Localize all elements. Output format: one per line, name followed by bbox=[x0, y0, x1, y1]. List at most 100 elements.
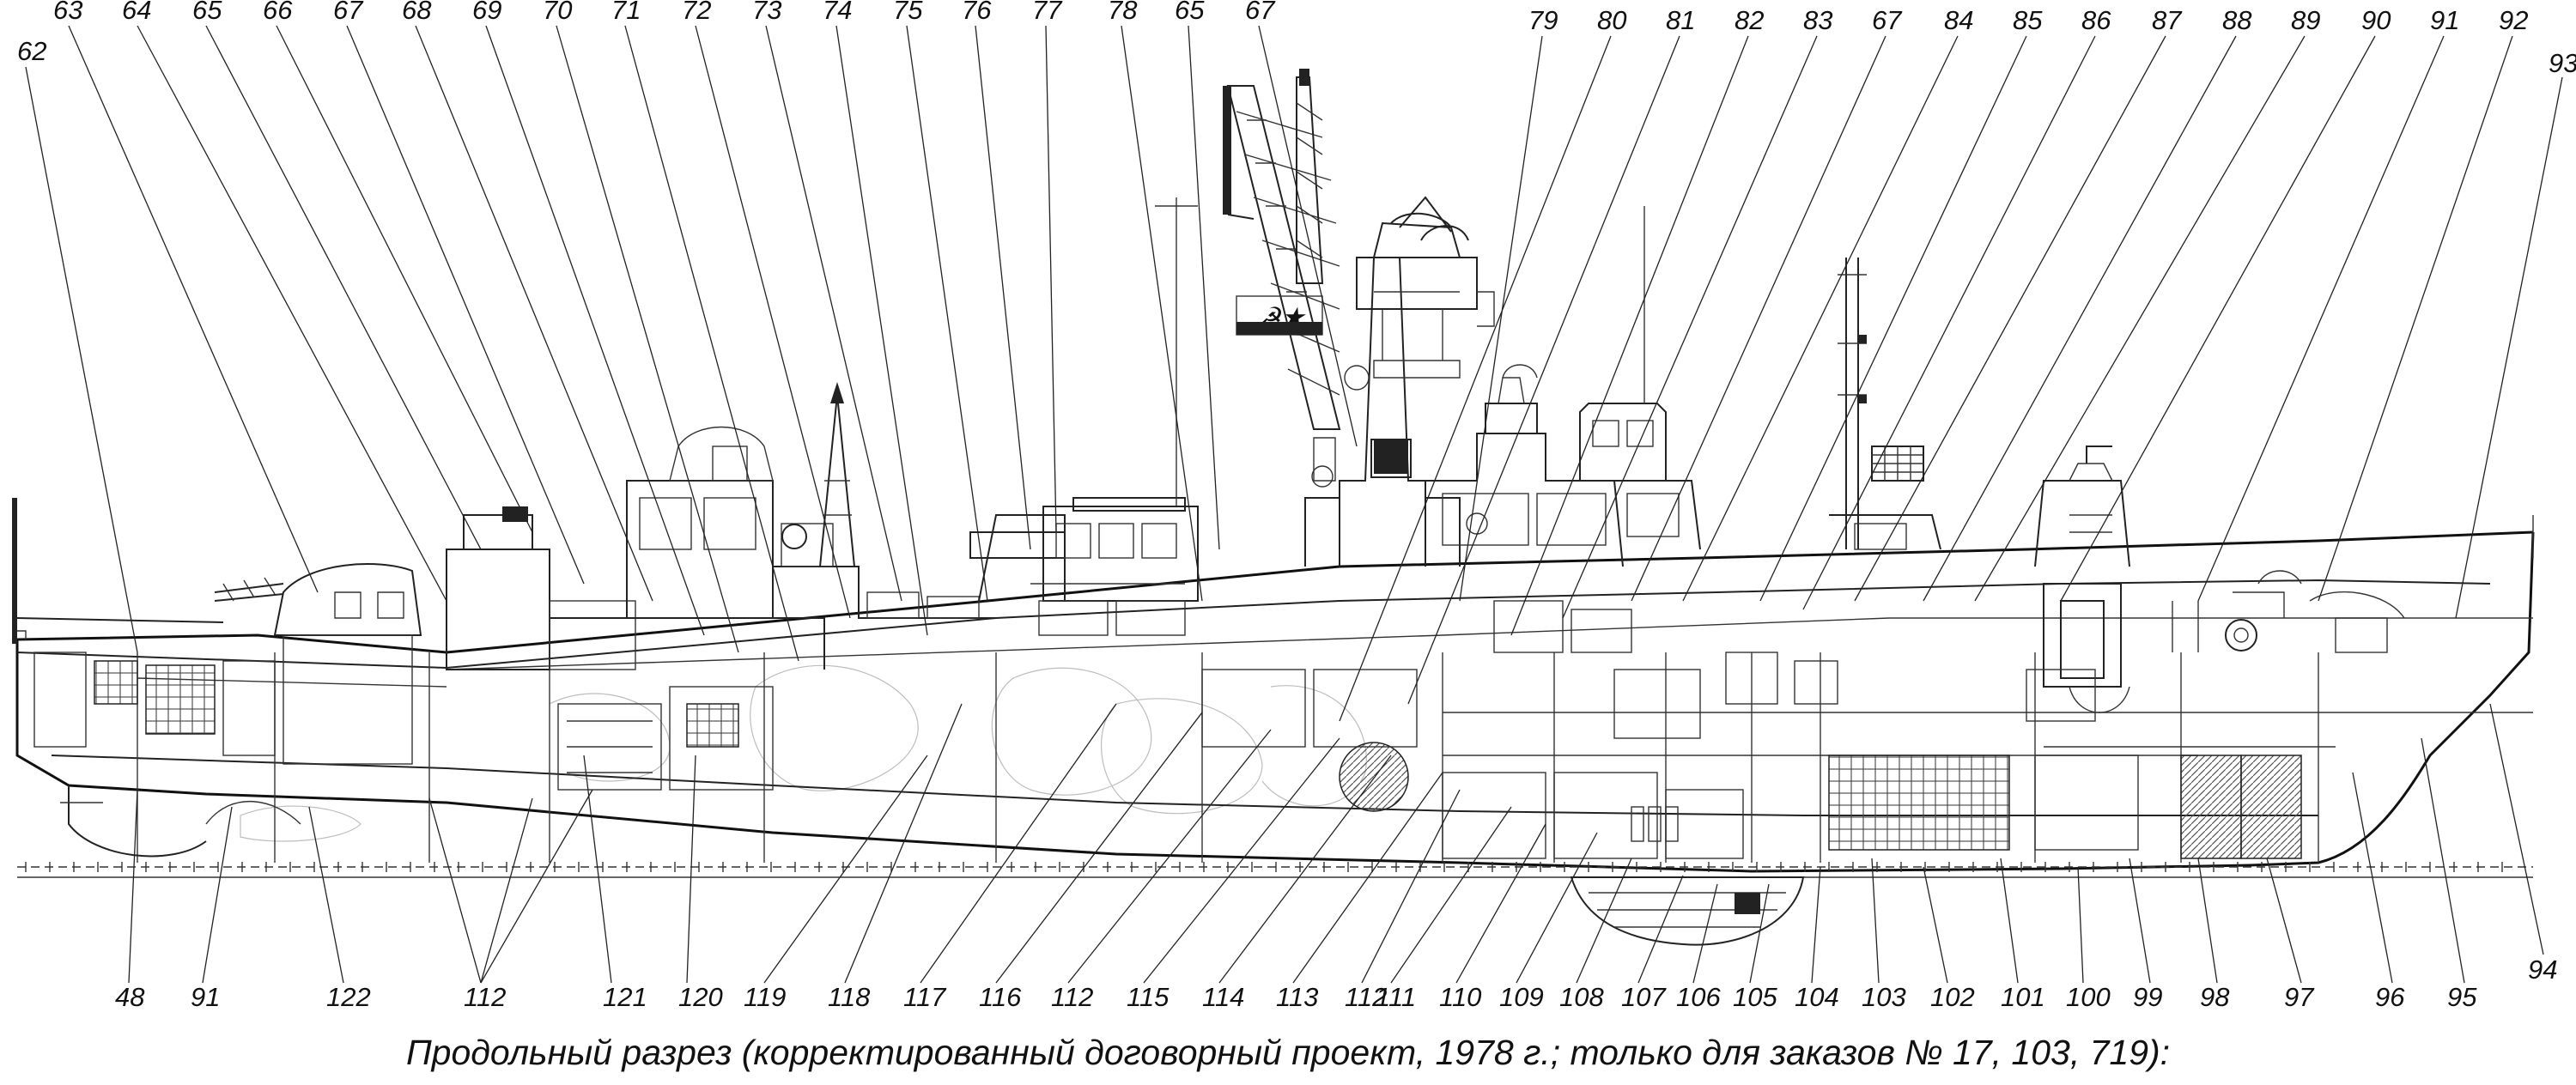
callout-label: 70 bbox=[543, 0, 572, 25]
leader-line bbox=[624, 25, 799, 662]
leader-line bbox=[1854, 35, 2166, 602]
callout-label: 83 bbox=[1803, 5, 1832, 35]
aft-superstructure bbox=[446, 382, 860, 791]
callout-label: 66 bbox=[263, 0, 293, 25]
leader-line bbox=[1361, 789, 1461, 984]
callout-label: 93 bbox=[2549, 48, 2576, 78]
callout-label: 102 bbox=[1930, 982, 1975, 1012]
leader-line bbox=[906, 25, 988, 602]
callout-label: 110 bbox=[1439, 982, 1481, 1012]
callout-label: 97 bbox=[2284, 982, 2315, 1012]
callout-label: 65 bbox=[1175, 0, 1205, 25]
callout-label: 101 bbox=[2001, 982, 2045, 1012]
leader-line bbox=[1390, 806, 1512, 984]
callout-label: 106 bbox=[1676, 982, 1721, 1012]
leader-line bbox=[1510, 35, 1749, 636]
bridge-superstructure bbox=[1425, 206, 1701, 653]
callout-label: 65 bbox=[192, 0, 222, 25]
propeller-rudder bbox=[60, 785, 301, 858]
callout-label: 91 bbox=[2430, 5, 2459, 35]
leader-line bbox=[835, 25, 928, 636]
leader-line bbox=[1759, 35, 2027, 602]
ship-drawing: ☭★ bbox=[12, 69, 2535, 946]
leader-line bbox=[2077, 866, 2084, 984]
callout-label: 89 bbox=[2291, 5, 2320, 35]
callout-label: 74 bbox=[823, 0, 852, 25]
callout-label: 113 bbox=[1276, 982, 1318, 1012]
callout-label: 104 bbox=[1795, 982, 1839, 1012]
leader-line bbox=[1455, 823, 1546, 984]
leader-line bbox=[1188, 25, 1220, 550]
callout-label: 73 bbox=[752, 0, 781, 25]
leader-line bbox=[1121, 25, 1203, 602]
callout-label: 78 bbox=[1108, 0, 1138, 25]
leader-line bbox=[205, 25, 482, 550]
leader-line bbox=[1143, 737, 1340, 984]
callout-label: 86 bbox=[2081, 5, 2111, 35]
leader-line bbox=[2266, 858, 2302, 984]
callout-label: 84 bbox=[1944, 5, 1973, 35]
callout-label: 92 bbox=[2499, 5, 2528, 35]
callout-label: 68 bbox=[402, 0, 432, 25]
callout-label: 112 bbox=[464, 982, 506, 1012]
sonar-dome bbox=[1570, 876, 1805, 946]
leader-line bbox=[2197, 35, 2445, 602]
leader-line bbox=[2489, 703, 2544, 955]
leader-line bbox=[583, 755, 612, 984]
callout-label: 115 bbox=[1127, 982, 1170, 1012]
leader-line bbox=[844, 703, 963, 984]
callout-label: 82 bbox=[1735, 5, 1764, 35]
callout-label: 116 bbox=[979, 982, 1022, 1012]
leader-line bbox=[415, 25, 653, 602]
foremast bbox=[1829, 258, 1941, 550]
callout-label: 94 bbox=[2528, 955, 2557, 985]
leader-line bbox=[2352, 772, 2393, 984]
callout-label: 90 bbox=[2361, 5, 2391, 35]
leader-line bbox=[765, 25, 902, 602]
decks bbox=[137, 617, 2533, 756]
leader-line bbox=[202, 806, 233, 984]
callout-label: 114 bbox=[1202, 982, 1244, 1012]
leader-line bbox=[1682, 35, 1959, 602]
leader-line bbox=[1871, 858, 1880, 984]
callout-label: 100 bbox=[2066, 982, 2111, 1012]
leader-line bbox=[2060, 35, 2376, 602]
leader-line bbox=[25, 66, 138, 653]
leader-line bbox=[1692, 883, 1718, 984]
leader-line bbox=[1923, 866, 1948, 984]
callout-label: 85 bbox=[2013, 5, 2043, 35]
stern-gun-mount bbox=[214, 563, 422, 765]
callout-labels-top: 62 63 64 65 66 67 68 69 70 71 72 73 74 7… bbox=[17, 0, 2576, 78]
callout-label: 121 bbox=[603, 982, 647, 1012]
callout-label: 67 bbox=[333, 0, 364, 25]
leader-line bbox=[556, 25, 739, 653]
forward-magazines bbox=[1828, 755, 2302, 859]
callout-label: 112 bbox=[1051, 982, 1093, 1012]
leader-line bbox=[68, 25, 319, 593]
callout-label: 76 bbox=[962, 0, 992, 25]
callout-label: 95 bbox=[2447, 982, 2477, 1012]
leader-line bbox=[128, 789, 138, 984]
callout-labels-bottom: 48 91 122 112 121 120 119 118 117 116 11… bbox=[115, 955, 2557, 1012]
callout-label: 99 bbox=[2133, 982, 2162, 1012]
leader-line bbox=[1802, 35, 2096, 610]
callout-label: 98 bbox=[2200, 982, 2230, 1012]
leader-line bbox=[480, 797, 533, 984]
leader-line bbox=[2197, 858, 2218, 984]
leader-line bbox=[308, 806, 344, 984]
leader-line bbox=[1749, 883, 1770, 984]
callout-label: 107 bbox=[1621, 982, 1667, 1012]
leader-line bbox=[276, 25, 533, 533]
callout-label: 118 bbox=[828, 982, 871, 1012]
leader-line bbox=[480, 789, 593, 984]
callout-label: 80 bbox=[1597, 5, 1626, 35]
leader-line bbox=[763, 755, 928, 984]
callout-label: 67 bbox=[1872, 5, 1903, 35]
leader-line bbox=[1218, 755, 1392, 984]
leader-line bbox=[1292, 772, 1443, 984]
frame-scale bbox=[25, 862, 2503, 872]
figure-caption: Продольный разрез (корректированный дого… bbox=[406, 1033, 2170, 1072]
leader-line bbox=[1459, 35, 1543, 602]
leader-line bbox=[1811, 866, 1821, 984]
leader-line bbox=[995, 712, 1203, 984]
